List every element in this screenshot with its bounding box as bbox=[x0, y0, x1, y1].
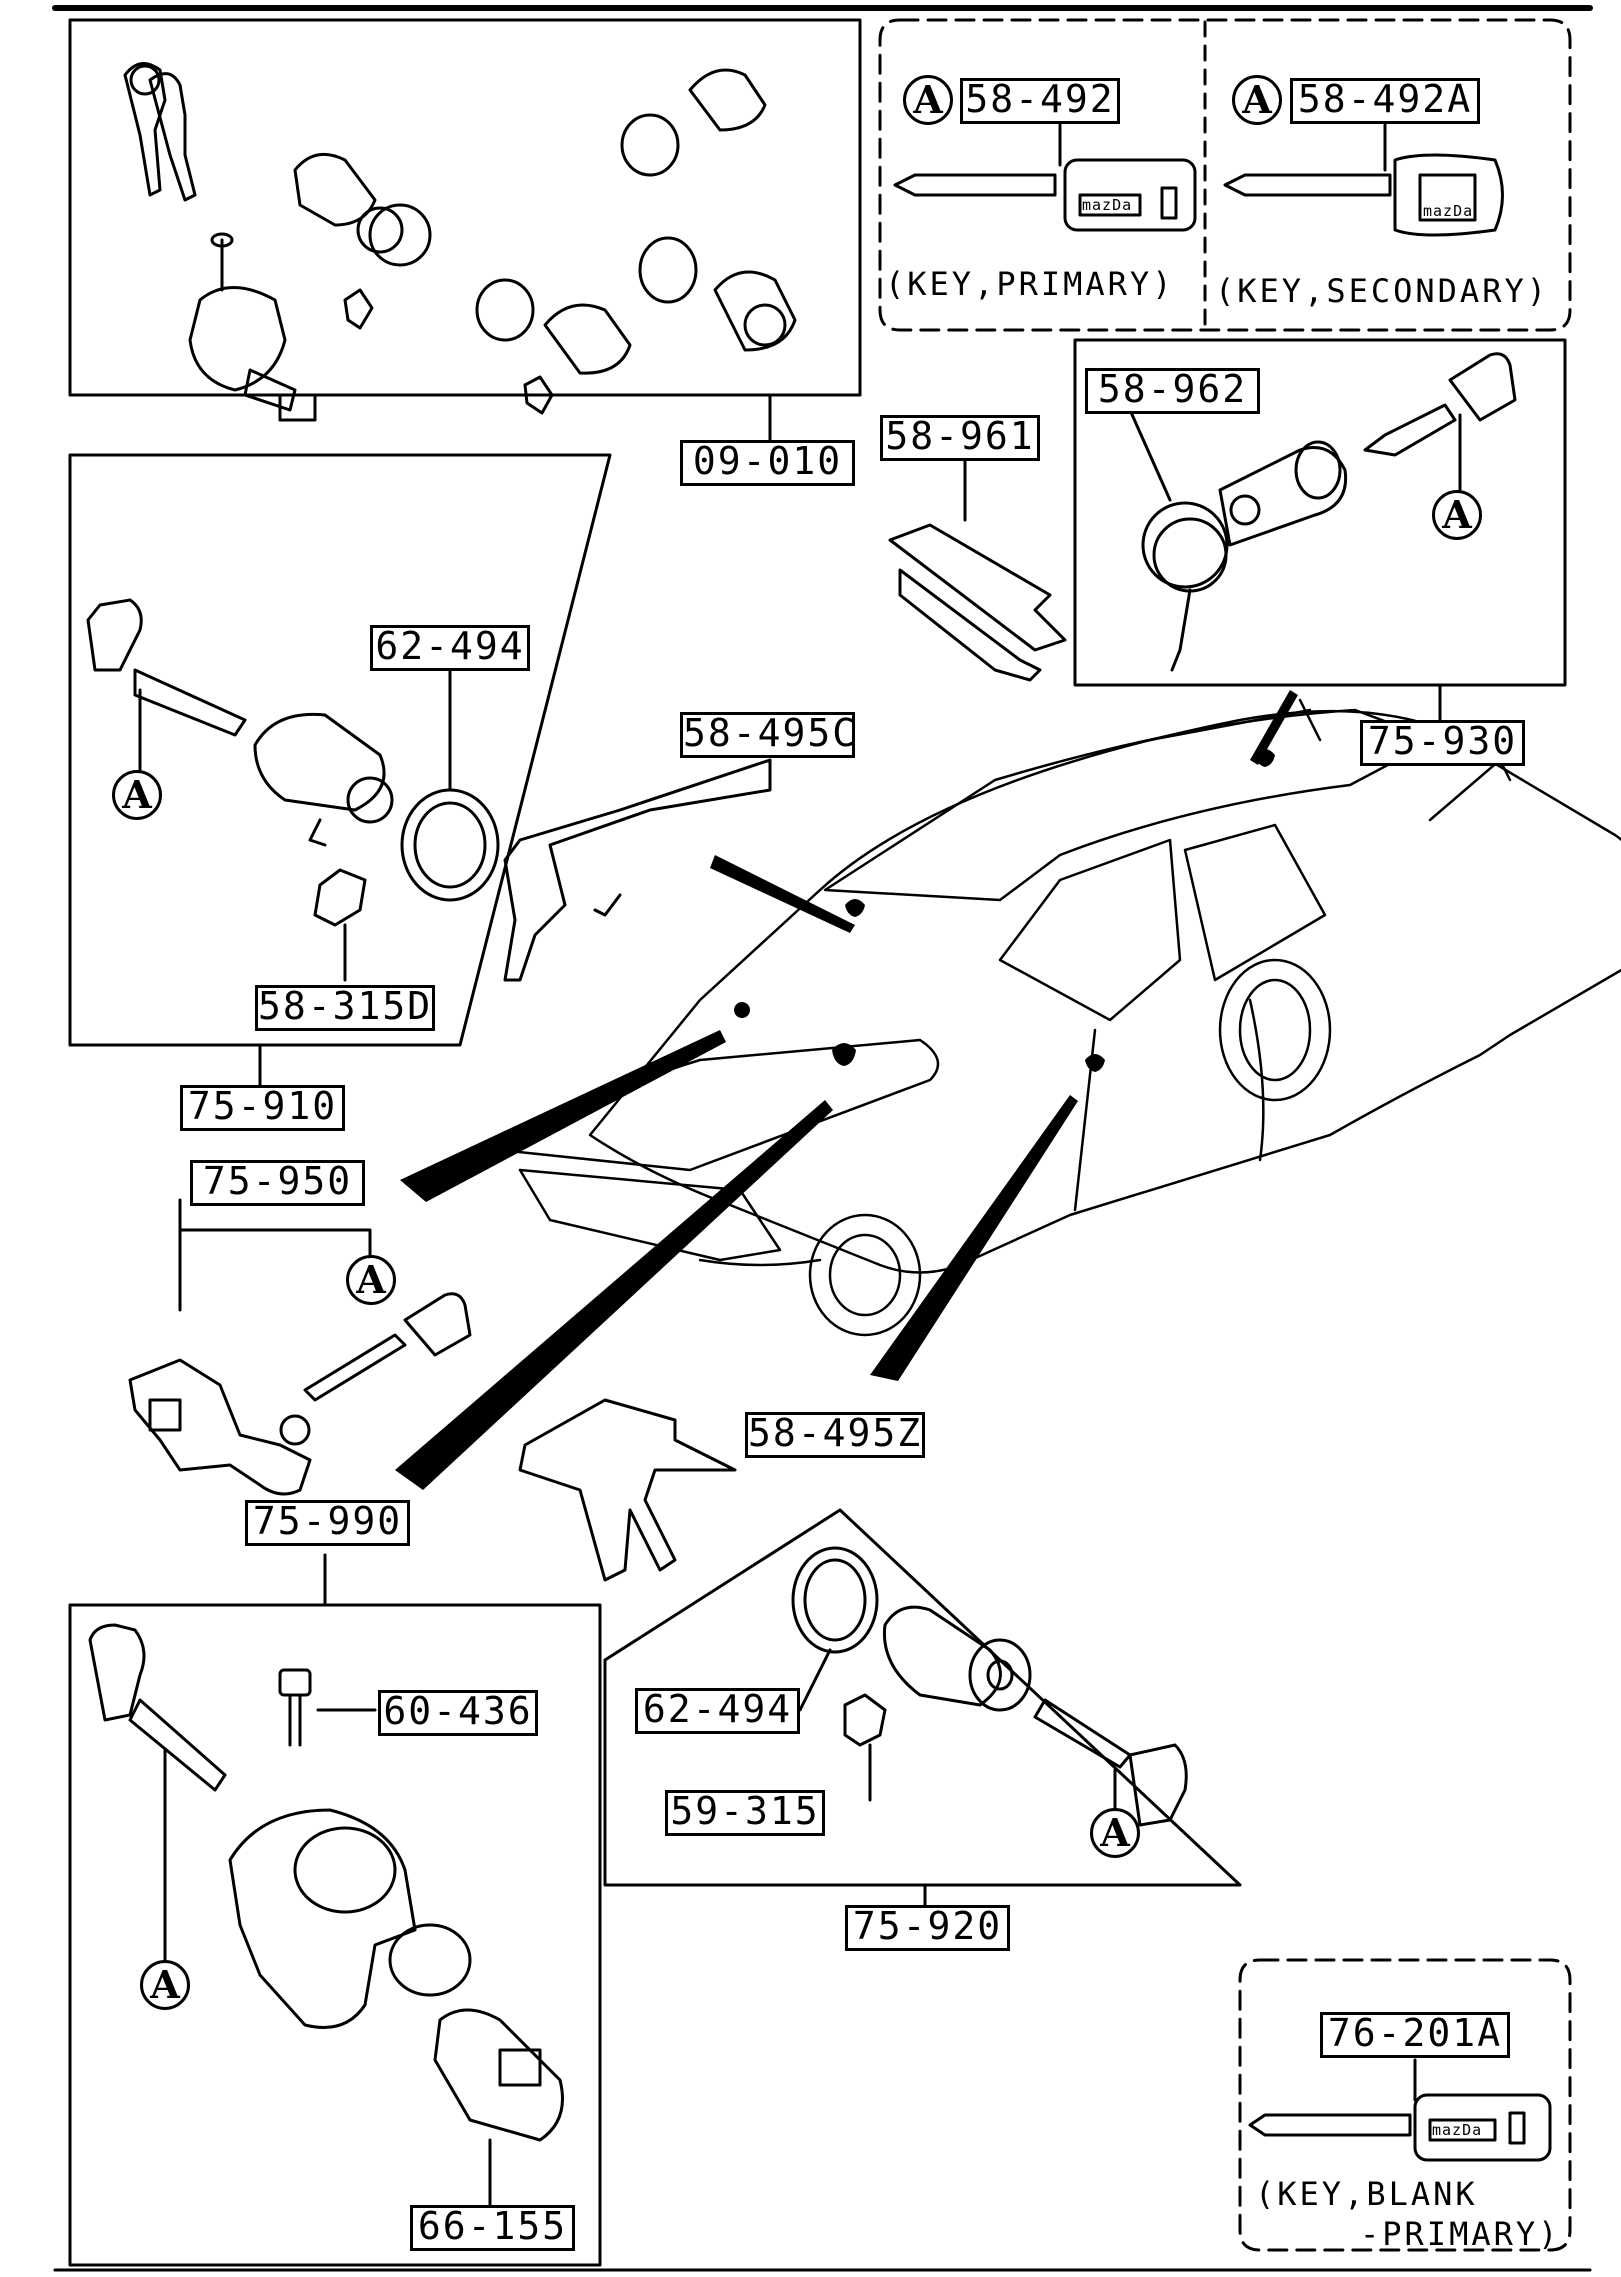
part-label-58-962: 58-962 bbox=[1085, 368, 1260, 414]
part-label-75-950: 75-950 bbox=[190, 1160, 365, 1206]
keyhole-marks bbox=[734, 749, 1275, 1072]
glovebox-lock-icon bbox=[128, 1358, 312, 1496]
retainer-58-495Z-icon bbox=[518, 1398, 737, 1582]
trunk-cylinder-icon bbox=[1141, 440, 1348, 672]
callout-a-left-door: A bbox=[112, 770, 162, 820]
left-door-box-outline bbox=[68, 453, 612, 1047]
steering-key-icon bbox=[88, 1623, 227, 1962]
glovebox-key-icon bbox=[303, 1292, 472, 1402]
brand-blank-key: mazDa bbox=[1432, 2121, 1483, 2139]
part-label-75-990: 75-990 bbox=[245, 1500, 410, 1546]
ignition-switch-icon bbox=[433, 2008, 564, 2207]
kit-clip-icon bbox=[343, 288, 554, 415]
secondary-key-icon bbox=[1223, 123, 1504, 237]
part-label-09-010: 09-010 bbox=[680, 440, 855, 486]
caption-key-secondary: (KEY,SECONDARY) bbox=[1215, 272, 1549, 310]
callout-a-right-door: A bbox=[1090, 1808, 1140, 1858]
part-label-58-961: 58-961 bbox=[880, 415, 1040, 461]
callout-a-glovebox: A bbox=[346, 1255, 396, 1305]
part-label-58-315D: 58-315D bbox=[255, 985, 435, 1031]
trunk-box-outline bbox=[1073, 338, 1567, 687]
callout-a-steering: A bbox=[140, 1960, 190, 2010]
kit-ignition-cylinder-icon bbox=[188, 232, 317, 422]
left-door-clip-icon bbox=[313, 868, 367, 982]
part-label-62-494-left: 62-494 bbox=[370, 625, 530, 671]
brand-primary-key: mazDa bbox=[1082, 196, 1133, 214]
part-label-58-492A: 58-492A bbox=[1290, 78, 1480, 124]
retainer-58-961-icon bbox=[888, 453, 1067, 682]
kit-door-cylinder-icon bbox=[293, 152, 432, 267]
part-label-58-495Z: 58-495Z bbox=[745, 1412, 925, 1458]
left-door-key-icon bbox=[86, 598, 247, 772]
callout-a-secondary-key: A bbox=[1232, 75, 1282, 125]
right-door-cylinder-icon bbox=[882, 1605, 1032, 1712]
kit-box-outline bbox=[68, 18, 862, 397]
caption-key-blank-2: -PRIMARY) bbox=[1360, 2215, 1561, 2253]
part-label-62-494-right: 62-494 bbox=[635, 1688, 800, 1734]
right-door-clip-icon bbox=[843, 1693, 887, 1802]
retainer-58-495C-icon bbox=[503, 758, 772, 982]
caption-key-primary: (KEY,PRIMARY) bbox=[885, 265, 1175, 303]
part-label-75-910: 75-910 bbox=[180, 1085, 345, 1131]
kit-trunk-cylinder-icon bbox=[620, 68, 767, 177]
leader-58-962 bbox=[1128, 408, 1172, 502]
part-label-59-315: 59-315 bbox=[665, 1790, 825, 1836]
caption-key-blank-1: (KEY,BLANK bbox=[1255, 2175, 1478, 2213]
pointer-arrows bbox=[395, 690, 1298, 1490]
steering-lock-body-icon bbox=[228, 1808, 472, 2029]
blank-key-icon bbox=[1248, 2058, 1552, 2162]
steering-box-outline bbox=[68, 1603, 602, 2267]
kit-glove-cylinder-icon bbox=[475, 236, 797, 375]
left-door-cylinder-icon bbox=[253, 712, 394, 847]
part-label-75-930: 75-930 bbox=[1360, 720, 1525, 766]
brand-secondary-key: mazDa bbox=[1423, 202, 1474, 220]
kit-keys-icon bbox=[123, 62, 197, 202]
primary-key-icon bbox=[893, 123, 1197, 232]
trunk-key-icon bbox=[1363, 352, 1517, 492]
callout-a-trunk: A bbox=[1432, 490, 1482, 540]
part-label-76-201A: 76-201A bbox=[1320, 2012, 1510, 2058]
right-door-gasket-icon bbox=[788, 1546, 879, 1712]
left-door-gasket-icon bbox=[400, 653, 500, 902]
right-door-key-icon bbox=[1033, 1698, 1188, 1827]
callout-a-primary-key: A bbox=[903, 75, 953, 125]
part-label-66-155: 66-155 bbox=[410, 2205, 575, 2251]
part-label-75-920: 75-920 bbox=[845, 1905, 1010, 1951]
glovebox-bracket bbox=[178, 1198, 372, 1312]
key-box-outline bbox=[878, 18, 1572, 332]
steering-bolt-icon bbox=[278, 1668, 377, 1747]
part-label-58-492: 58-492 bbox=[960, 78, 1120, 124]
right-door-box-outline bbox=[603, 1508, 1242, 1887]
part-label-58-495C: 58-495C bbox=[680, 712, 855, 758]
part-label-60-436: 60-436 bbox=[378, 1690, 538, 1736]
blank-key-box-outline bbox=[1238, 1958, 1572, 2252]
